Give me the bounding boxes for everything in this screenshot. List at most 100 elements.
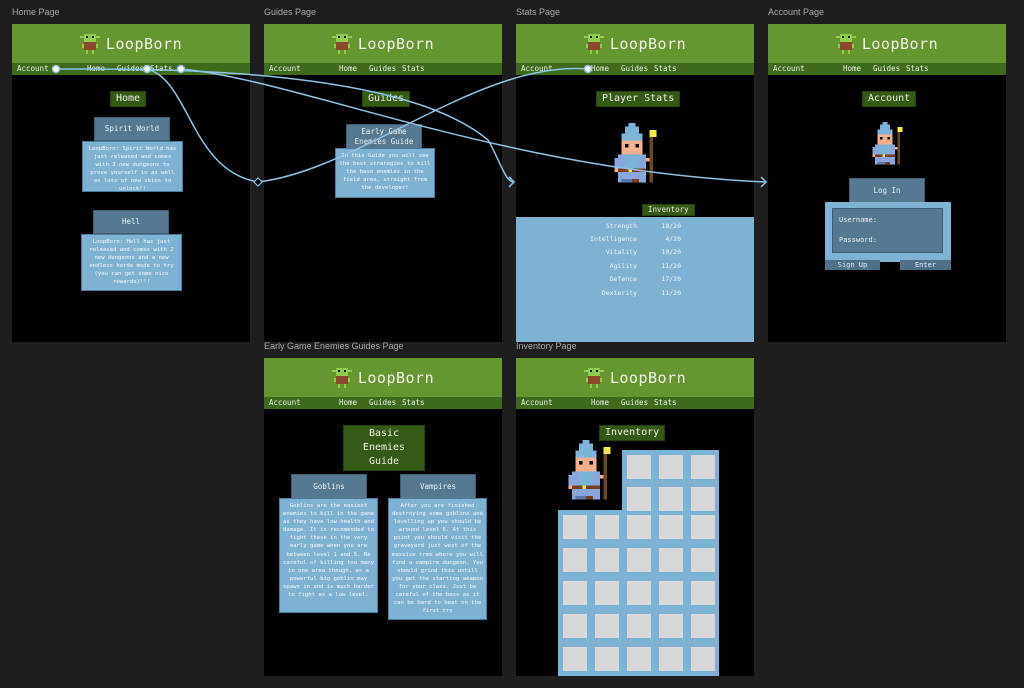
- nav-account[interactable]: Account: [773, 64, 805, 73]
- page-title: Home: [110, 91, 147, 107]
- goblin-icon: [80, 34, 100, 54]
- inventory-slot[interactable]: [627, 581, 651, 605]
- page-title: Guides: [362, 91, 411, 107]
- login-title: Log In: [849, 178, 925, 203]
- nav-home[interactable]: Home: [591, 398, 610, 407]
- inventory-slot[interactable]: [691, 647, 715, 671]
- page-title: Basic Enemies Guide: [343, 425, 425, 471]
- inventory-slot[interactable]: [595, 548, 619, 572]
- stat-label: Dexterity: [601, 289, 637, 297]
- inventory-slot[interactable]: [691, 455, 715, 479]
- stats-frame[interactable]: LoopBorn Account Home Guides Stats Playe…: [516, 24, 754, 342]
- inventory-button[interactable]: Inventory: [642, 204, 695, 216]
- inventory-slot[interactable]: [691, 548, 715, 572]
- inventory-slot[interactable]: [691, 614, 715, 638]
- inventory-slot[interactable]: [659, 548, 683, 572]
- goblin-icon: [332, 368, 352, 388]
- nav-guides[interactable]: Guides: [873, 64, 901, 73]
- card-title[interactable]: Vampires: [400, 474, 476, 499]
- account-frame[interactable]: LoopBorn Account Home Guides Stats Accou…: [768, 24, 1006, 342]
- nav-account[interactable]: Account: [17, 64, 49, 73]
- nav-home[interactable]: Home: [339, 398, 358, 407]
- nav-home[interactable]: Home: [843, 64, 862, 73]
- nav-guides[interactable]: Guides: [369, 64, 397, 73]
- inventory-slot[interactable]: [595, 647, 619, 671]
- inventory-slot[interactable]: [659, 515, 683, 539]
- nav-stats[interactable]: Stats: [654, 64, 677, 73]
- inventory-slot[interactable]: [627, 548, 651, 572]
- early-game-frame[interactable]: LoopBorn Account Home Guides Stats Basic…: [264, 358, 502, 676]
- stat-label: Intelligence: [590, 235, 637, 243]
- card-body: After you are finished destroying some g…: [388, 498, 487, 620]
- inventory-frame[interactable]: LoopBorn Account Home Guides Stats Inven…: [516, 358, 754, 676]
- card-title[interactable]: Hell: [93, 210, 169, 234]
- nav-stats[interactable]: Stats: [906, 64, 929, 73]
- card-title[interactable]: Goblins: [291, 474, 367, 499]
- inventory-slot[interactable]: [627, 614, 651, 638]
- card-title[interactable]: Spirit World: [94, 117, 170, 141]
- nav-account[interactable]: Account: [269, 64, 301, 73]
- inventory-slot[interactable]: [627, 455, 651, 479]
- username-field[interactable]: Username:: [839, 216, 877, 224]
- login-form: Username: Password:: [825, 202, 951, 262]
- inventory-slot[interactable]: [627, 515, 651, 539]
- nav-account[interactable]: Account: [269, 398, 301, 407]
- nav-stats[interactable]: Stats: [654, 398, 677, 407]
- guides-frame[interactable]: LoopBorn Account Home Guides Stats Guide…: [264, 24, 502, 342]
- nav-stats[interactable]: Stats: [150, 64, 173, 73]
- inventory-slot[interactable]: [595, 614, 619, 638]
- inventory-slot[interactable]: [627, 647, 651, 671]
- goblin-icon: [836, 34, 856, 54]
- brand-name: LoopBorn: [861, 34, 939, 53]
- nav-guides[interactable]: Guides: [621, 398, 649, 407]
- frame-label-account: Account Page: [768, 7, 825, 17]
- nav-account[interactable]: Account: [521, 64, 553, 73]
- nav-stats[interactable]: Stats: [402, 398, 425, 407]
- inventory-slot[interactable]: [691, 581, 715, 605]
- card-body: LoopBorn: Hell has just released and com…: [81, 234, 182, 291]
- stat-label: Agility: [609, 262, 637, 270]
- frame-label-guides: Guides Page: [264, 7, 317, 17]
- inventory-slot[interactable]: [659, 614, 683, 638]
- connector-diamond: [253, 177, 263, 187]
- card-body: LoopBorn: Spirit World has just released…: [82, 141, 183, 192]
- inventory-slot[interactable]: [659, 455, 683, 479]
- sign-up-button[interactable]: Sign Up: [825, 260, 880, 270]
- inventory-slot[interactable]: [563, 581, 587, 605]
- goblin-icon: [584, 368, 604, 388]
- card-title[interactable]: Early Game Enemies Guide: [346, 124, 422, 149]
- nav-guides[interactable]: Guides: [117, 64, 145, 73]
- inventory-slot[interactable]: [563, 548, 587, 572]
- inventory-slot[interactable]: [595, 581, 619, 605]
- inventory-slot[interactable]: [563, 614, 587, 638]
- inventory-slot[interactable]: [563, 647, 587, 671]
- home-frame[interactable]: LoopBorn Account Home Guides Stats Home …: [12, 24, 250, 342]
- stat-value: 18/20: [661, 222, 681, 230]
- inventory-slot[interactable]: [691, 487, 715, 511]
- enter-button[interactable]: Enter: [900, 260, 951, 270]
- inventory-slot[interactable]: [659, 647, 683, 671]
- stat-label: Vitality: [605, 248, 637, 256]
- nav-home[interactable]: Home: [591, 64, 610, 73]
- nav-guides[interactable]: Guides: [369, 398, 397, 407]
- goblin-icon: [332, 34, 352, 54]
- nav-home[interactable]: Home: [339, 64, 358, 73]
- brand-name: LoopBorn: [357, 368, 435, 387]
- nav-home[interactable]: Home: [87, 64, 106, 73]
- inventory-slot[interactable]: [659, 581, 683, 605]
- frame-label-home: Home Page: [12, 7, 60, 17]
- inventory-slot[interactable]: [595, 515, 619, 539]
- nav-stats[interactable]: Stats: [402, 64, 425, 73]
- goblin-icon: [584, 34, 604, 54]
- inventory-slot[interactable]: [627, 487, 651, 511]
- stat-label: Strength: [605, 222, 637, 230]
- password-field[interactable]: Password:: [839, 236, 877, 244]
- inventory-slot[interactable]: [659, 487, 683, 511]
- nav-guides[interactable]: Guides: [621, 64, 649, 73]
- inventory-slot[interactable]: [563, 515, 587, 539]
- nav-bar: Account Home Guides Stats: [768, 63, 1006, 75]
- login-fields: Username: Password:: [832, 208, 943, 253]
- nav-account[interactable]: Account: [521, 398, 553, 407]
- inventory-slot[interactable]: [691, 515, 715, 539]
- frame-label-early: Early Game Enemies Guides Page: [264, 341, 404, 351]
